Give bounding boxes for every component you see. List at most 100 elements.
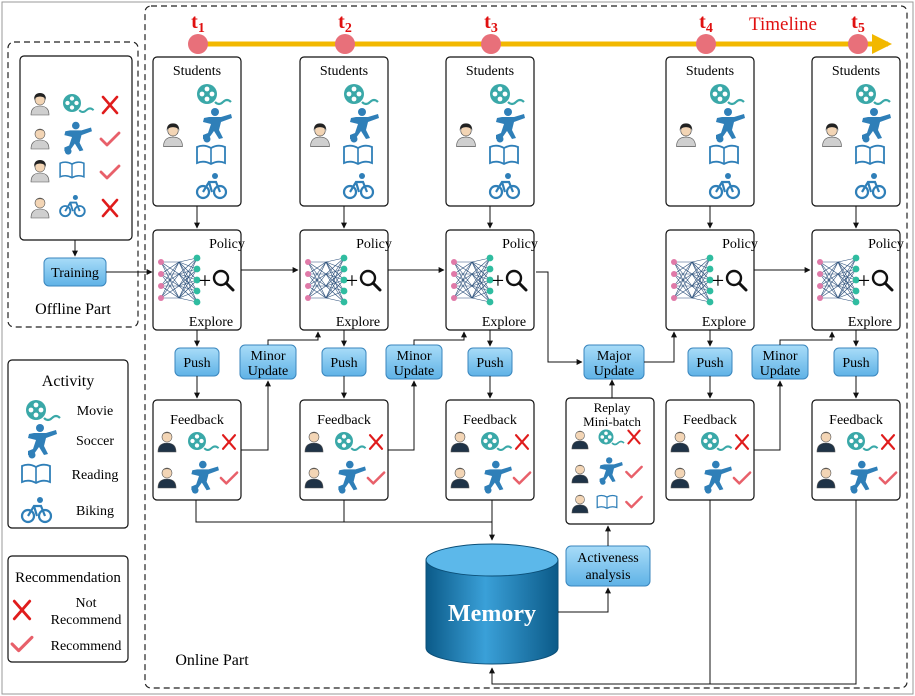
soccer-icon [496,108,525,143]
policy-label: Policy [502,237,538,252]
soccer-icon [704,460,732,494]
reading-icon [709,144,739,166]
student-avatar-icon [816,467,836,489]
cross-icon [12,599,32,621]
plus-sign: + [199,268,211,293]
plus-sign: + [858,268,870,293]
timeline-tick-3: t3 [481,11,501,54]
cross-icon [368,434,384,450]
tick-label-1: t1 [191,11,205,36]
minor-update-label-2: Update [760,364,800,379]
neural-network-icon [158,254,201,306]
search-icon [359,269,382,292]
cross-icon [627,429,641,445]
student-avatar-icon [816,431,836,453]
student-avatar-icon [157,431,177,453]
students-label: Students [466,64,514,79]
check-icon [219,471,239,485]
check-icon [878,471,898,485]
cross-icon [880,434,896,450]
activity-legend-label: Movie [77,404,114,419]
offline-history-box [19,55,133,241]
biking-icon [488,173,521,200]
replay-rows [571,429,643,514]
students-box [665,56,755,207]
movie-icon [481,432,513,451]
policy-label: Policy [209,237,245,252]
movie-icon [710,84,745,106]
students-box [152,56,242,207]
memory-database: Memory [425,543,559,665]
activity-legend-item-biking: Biking [20,497,114,524]
push-label: Push [476,356,503,371]
soccer-icon [203,108,232,143]
student-avatar-icon [571,464,589,484]
biking-icon [342,173,375,200]
check-icon [99,164,121,180]
movie-icon [856,84,891,106]
students-label: Students [320,64,368,79]
timeline-tick-4: t4 [696,11,716,54]
neural-network-icon [451,254,494,306]
student-avatar-icon [450,467,470,489]
soccer-icon [350,108,379,143]
legend-recommend: Recommend [10,635,121,654]
tick-label-3: t3 [484,11,498,36]
check-icon [366,471,386,485]
soccer-icon [850,460,878,494]
replay-label-1: Replay [594,400,631,415]
students-label: Students [173,64,221,79]
cross-icon [101,95,119,115]
feedback-label: Feedback [683,413,737,428]
student-avatar-icon [670,467,690,489]
policy-label: Policy [722,237,758,252]
stage-columns: StudentsPolicy+ExplorePushFeedbackStuden… [152,56,904,501]
movie-icon [26,400,61,422]
not-recommend-label-1: Not [76,596,97,611]
search-icon [725,269,748,292]
student-avatar-icon [456,123,476,147]
explore-label: Explore [702,315,746,330]
student-avatar-icon [571,430,589,450]
soccer-icon [599,457,623,485]
student-avatar-icon [670,431,690,453]
student-avatar-icon [304,431,324,453]
check-icon [512,471,532,485]
soccer-icon [338,460,366,494]
offline-part-title: Offline Part [35,301,111,318]
reading-icon [855,144,885,166]
soccer-icon [191,460,219,494]
search-icon [505,269,528,292]
major-update-label-1: Major [597,349,632,364]
student-avatar-icon [30,128,50,150]
minor-update-label-1: Minor [251,349,286,364]
student-avatar-icon [30,160,50,183]
students-label: Students [686,64,734,79]
student-avatar-icon [163,123,183,147]
feedback-box [445,399,535,501]
plus-sign: + [346,268,358,293]
reading-icon [196,144,226,166]
activeness-label-1: Activeness [577,551,638,566]
activity-legend-item-soccer: Soccer [28,424,114,459]
explore-label: Explore [848,315,892,330]
explore-label: Explore [189,315,233,330]
timeline-tick-5: t5 [848,11,868,54]
student-avatar-icon [30,93,50,116]
students-box [445,56,535,207]
timeline-label: Timeline [749,14,817,35]
soccer-icon [484,460,512,494]
cross-icon [221,434,237,450]
feedback-label: Feedback [463,413,517,428]
memory-label: Memory [448,601,536,627]
offline-part-box [7,41,139,328]
